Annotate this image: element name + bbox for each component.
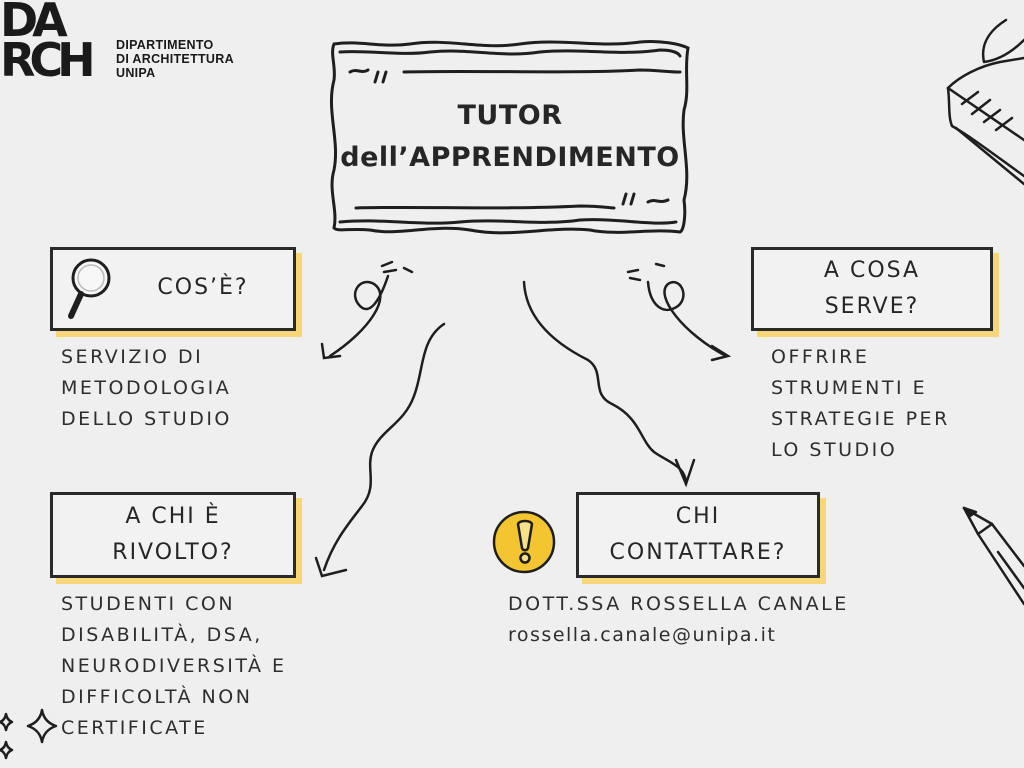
chi-contattare-label: CHI CONTATTARE?: [579, 499, 817, 571]
chi-contattare-box: CHI CONTATTARE?: [576, 492, 820, 578]
a-cosa-serve-line: STRATEGIE PER: [771, 408, 950, 430]
a-cosa-serve-line: OFFRIRE: [771, 346, 870, 368]
a-chi-rivolto-box: A CHI È RIVOLTO?: [50, 492, 296, 578]
cos-e-line: DELLO STUDIO: [61, 408, 232, 430]
a-cosa-serve-label-line1: A COSA: [823, 258, 921, 283]
darch-logo-mark: DA RCH: [0, 0, 96, 87]
contact-email[interactable]: rossella.canale@unipa.it: [508, 624, 777, 646]
open-book-icon: [946, 18, 1024, 186]
cos-e-line: METODOLOGIA: [61, 377, 232, 399]
a-chi-rivolto-label-line2: RIVOLTO?: [112, 540, 234, 565]
title-line2: dell’APPRENDIMENTO: [340, 142, 680, 173]
contact-name: DOTT.SSA ROSSELLA CANALE: [508, 593, 849, 615]
logo-mark-line1: DA: [0, 0, 68, 47]
a-chi-rivolto-line: DISABILITÀ, DSA,: [61, 624, 263, 646]
a-chi-rivolto-line: DIFFICOLTÀ NON: [61, 686, 253, 708]
arrow-to-cos-e: [320, 260, 414, 360]
sparkle-icon: [0, 708, 58, 760]
title-frame: [330, 40, 690, 235]
a-chi-rivolto-label: A CHI È RIVOLTO?: [53, 499, 293, 571]
a-chi-rivolto-label-line1: A CHI È: [125, 504, 221, 529]
chi-contattare-label-line1: CHI: [675, 504, 721, 529]
a-chi-rivolto-line: STUDENTI CON: [61, 593, 236, 615]
quote-marks: [348, 68, 682, 210]
pencil-icon: [962, 506, 1024, 606]
department-line2: DI ARCHITETTURA: [116, 52, 234, 66]
a-chi-rivolto-description: STUDENTI CON DISABILITÀ, DSA, NEURODIVER…: [61, 589, 287, 744]
magnifying-glass-icon: [68, 258, 111, 319]
a-cosa-serve-line: LO STUDIO: [771, 439, 898, 461]
a-cosa-serve-line: STRUMENTI E: [771, 377, 928, 399]
a-chi-rivolto-line: NEURODIVERSITÀ E: [61, 655, 287, 677]
a-cosa-serve-box: A COSA SERVE?: [751, 247, 993, 331]
cos-e-line: SERVIZIO DI: [61, 346, 204, 368]
department-name: DIPARTIMENTO DI ARCHITETTURA UNIPA: [116, 38, 234, 80]
page-title: TUTOR dell’APPRENDIMENTO: [330, 95, 690, 179]
a-cosa-serve-label: A COSA SERVE?: [754, 253, 990, 325]
cos-e-label: COS’È?: [157, 275, 249, 300]
a-cosa-serve-label-line2: SERVE?: [824, 294, 920, 319]
title-line1: TUTOR: [457, 100, 563, 131]
cos-e-description: SERVIZIO DI METODOLOGIA DELLO STUDIO: [61, 342, 232, 435]
logo-mark-line2: RCH: [0, 33, 96, 87]
department-line1: DIPARTIMENTO: [116, 38, 214, 52]
arrow-to-a-cosa-serve: [626, 262, 732, 362]
arrow-to-a-chi-rivolto: [314, 322, 446, 578]
a-cosa-serve-description: OFFRIRE STRUMENTI E STRATEGIE PER LO STU…: [771, 342, 950, 466]
a-chi-rivolto-line: CERTIFICATE: [61, 717, 208, 739]
department-line3: UNIPA: [116, 66, 156, 80]
chi-contattare-description: DOTT.SSA ROSSELLA CANALE rossella.canale…: [508, 589, 849, 651]
exclamation-icon: [492, 510, 556, 574]
arrow-to-chi-contattare: [522, 280, 696, 488]
cos-e-box: COS’È?: [50, 247, 296, 331]
chi-contattare-label-line2: CONTATTARE?: [609, 540, 787, 565]
